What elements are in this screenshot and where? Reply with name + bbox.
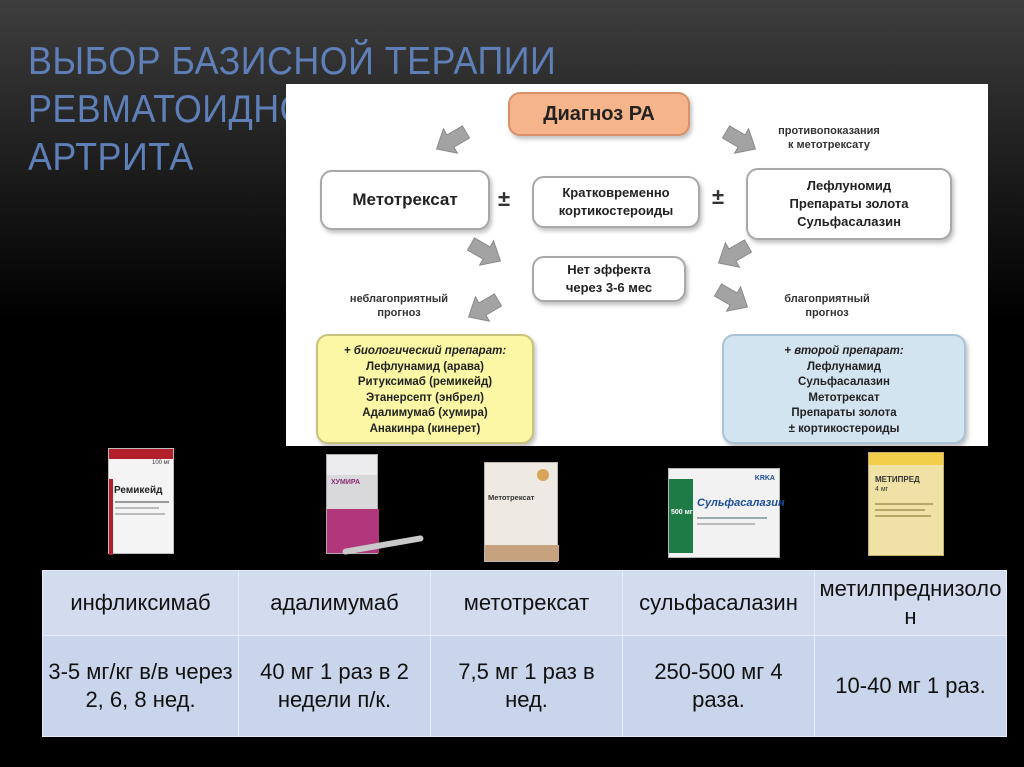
table-dose-cell: 250-500 мг 4 раза. (622, 635, 815, 737)
biologic-item: Ритуксимаб (ремикейд) (357, 376, 493, 388)
unfavorable-prognosis-line-1: неблагоприятный (349, 293, 449, 305)
arrow-alternatives-to-no-effect (711, 233, 756, 276)
dosage-table: инфликсимаб адалимумаб метотрексат сульф… (42, 570, 1007, 737)
alternatives-line-2: Препараты золота (789, 196, 909, 211)
therapy-flowchart: Диагноз РА противопоказания к метотрекса… (286, 84, 988, 446)
remicade-dose-label: 100 мг (152, 460, 170, 466)
metipred-name-label: МЕТИПРЕД (875, 475, 920, 484)
table-dose-cell: 40 мг 1 раз в 2 недели п/к. (238, 635, 431, 737)
alternatives-box: Лефлуномид Препараты золота Сульфасалази… (746, 168, 952, 240)
drug-package-photos: 100 мг Ремикейд ХУМИРА Метотрексат 500 м… (0, 446, 1024, 570)
methotrexate-package: Метотрексат (484, 462, 559, 562)
table-dose-cell: 7,5 мг 1 раз в нед. (430, 635, 623, 737)
sulfasalazine-package: 500 мг Сульфасалазин KRKA (668, 468, 785, 558)
table-header-cell: инфликсимаб (42, 570, 239, 636)
corticosteroids-line-1: Кратковременно (562, 185, 670, 200)
humira-name-label: ХУМИРА (331, 479, 360, 486)
metipred-dose-label: 4 мг (875, 486, 889, 493)
biologic-header: + биологический препарат: (343, 345, 507, 357)
dosage-table-dose-row: 3-5 мг/кг в/в через 2, 6, 8 нед. 40 мг 1… (42, 635, 1007, 737)
favorable-prognosis-note: благоприятный прогноз (752, 292, 902, 320)
second-drug-item: Сульфасалазин (798, 376, 890, 388)
corticosteroids-box: Кратковременно кортикостероиды (532, 176, 700, 228)
humira-package: ХУМИРА (326, 454, 379, 554)
remicade-name-label: Ремикейд (114, 485, 163, 496)
no-effect-line-2: через 3-6 мес (565, 280, 653, 295)
arrow-no-effect-to-second-drug (710, 277, 755, 320)
table-header-cell: метотрексат (430, 570, 623, 636)
alternatives-line-1: Лефлуномид (806, 178, 892, 193)
contraindication-note-line-2: к метотрексату (787, 139, 871, 151)
favorable-prognosis-line-2: прогноз (805, 307, 849, 319)
contraindication-note-line-1: противопоказания (778, 125, 880, 137)
metipred-package: МЕТИПРЕД 4 мг (868, 452, 944, 556)
biologic-drugs-box: + биологический препарат: Лефлунамид (ар… (316, 334, 534, 444)
plus-minus-right: ± (712, 184, 725, 209)
second-drug-item: Лефлунамид (806, 360, 881, 373)
second-drug-item: Препараты золота (791, 407, 897, 419)
unfavorable-prognosis-note: неблагоприятный прогноз (324, 292, 474, 320)
table-dose-cell: 10-40 мг 1 раз. (814, 635, 1007, 737)
sulfasalazine-dose-label: 500 мг (671, 509, 693, 516)
methotrexate-name-label: Метотрексат (488, 493, 535, 502)
biologic-item: Анакинра (кинерет) (369, 422, 481, 435)
corticosteroids-line-2: кортикостероиды (558, 203, 674, 218)
remicade-package: 100 мг Ремикейд (108, 448, 174, 555)
dosage-table-header-row: инфликсимаб адалимумаб метотрексат сульф… (42, 570, 1007, 636)
plus-minus-left: ± (498, 186, 511, 211)
second-drug-header: + второй препарат: (784, 345, 904, 357)
arrow-methotrexate-to-no-effect (463, 231, 508, 274)
arrow-diagnosis-to-methotrexate (429, 119, 474, 162)
biologic-item: Этанерсепт (энбрел) (366, 391, 484, 404)
biologic-item: Лефлунамид (арава) (366, 360, 484, 373)
diagnosis-label: Диагноз РА (543, 102, 655, 125)
contraindication-note: противопоказания к метотрексату (754, 124, 904, 152)
second-drug-box: + второй препарат: Лефлунамид Сульфасала… (722, 334, 966, 444)
biologic-item: Адалимумаб (хумира) (362, 407, 488, 419)
krka-logo: KRKA (754, 475, 775, 482)
alternatives-line-3: Сульфасалазин (797, 214, 901, 229)
methotrexate-label: Метотрексат (352, 190, 458, 209)
sulfasalazine-name-label: Сульфасалазин (697, 497, 785, 509)
favorable-prognosis-line-1: благоприятный (784, 293, 870, 305)
table-header-cell: адалимумаб (238, 570, 431, 636)
unfavorable-prognosis-line-2: прогноз (377, 307, 421, 319)
second-drug-item: ± кортикостероиды (788, 422, 900, 435)
second-drug-item: Метотрексат (808, 391, 880, 404)
table-header-cell: сульфасалазин (622, 570, 815, 636)
diagnosis-box: Диагноз РА (508, 92, 690, 136)
methotrexate-box: Метотрексат (320, 170, 490, 230)
table-header-cell: метилпреднизолон (814, 570, 1007, 636)
table-dose-cell: 3-5 мг/кг в/в через 2, 6, 8 нед. (42, 635, 239, 737)
no-effect-line-1: Нет эффекта (567, 262, 651, 277)
no-effect-box: Нет эффекта через 3-6 мес (532, 256, 686, 302)
slide-title-line-2: артрита (28, 136, 194, 179)
